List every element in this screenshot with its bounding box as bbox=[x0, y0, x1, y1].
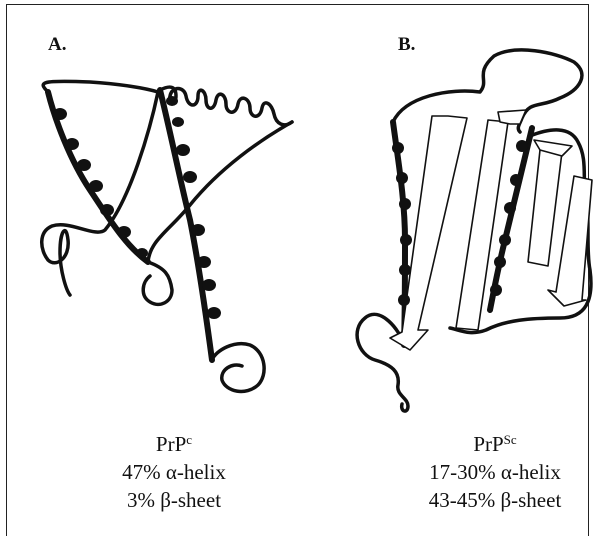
panel-b-helix-percent: 17-30% α-helix bbox=[390, 458, 597, 486]
panel-a-protein-name: PrPc bbox=[74, 430, 274, 458]
panel-a-sheet-percent: 3% β-sheet bbox=[74, 486, 274, 514]
prpsc-structure bbox=[357, 50, 592, 411]
panel-a-helix-percent: 47% α-helix bbox=[74, 458, 274, 486]
prpc-helix-dots bbox=[53, 96, 221, 319]
beta-strand-4 bbox=[528, 150, 562, 266]
prpc-helix-2 bbox=[160, 90, 212, 360]
beta-strand-2 bbox=[456, 120, 508, 330]
prpc-coil-d bbox=[212, 344, 264, 392]
prpsc-beta-sheets bbox=[390, 110, 592, 350]
prpsc-coil-bottom bbox=[357, 314, 408, 411]
panel-b-caption: PrPSc 17-30% α-helix 43-45% β-sheet bbox=[390, 430, 597, 514]
panel-b-protein-name: PrPSc bbox=[390, 430, 597, 458]
panel-a-caption: PrPc 47% α-helix 3% β-sheet bbox=[74, 430, 274, 514]
panel-b-label: B. bbox=[398, 34, 415, 56]
prpc-structure bbox=[42, 81, 292, 391]
panel-a-label: A. bbox=[48, 34, 66, 56]
prpsc-helix-left bbox=[393, 122, 405, 345]
panel-b-sheet-percent: 43-45% β-sheet bbox=[390, 486, 597, 514]
prpc-coil-b bbox=[143, 262, 172, 304]
